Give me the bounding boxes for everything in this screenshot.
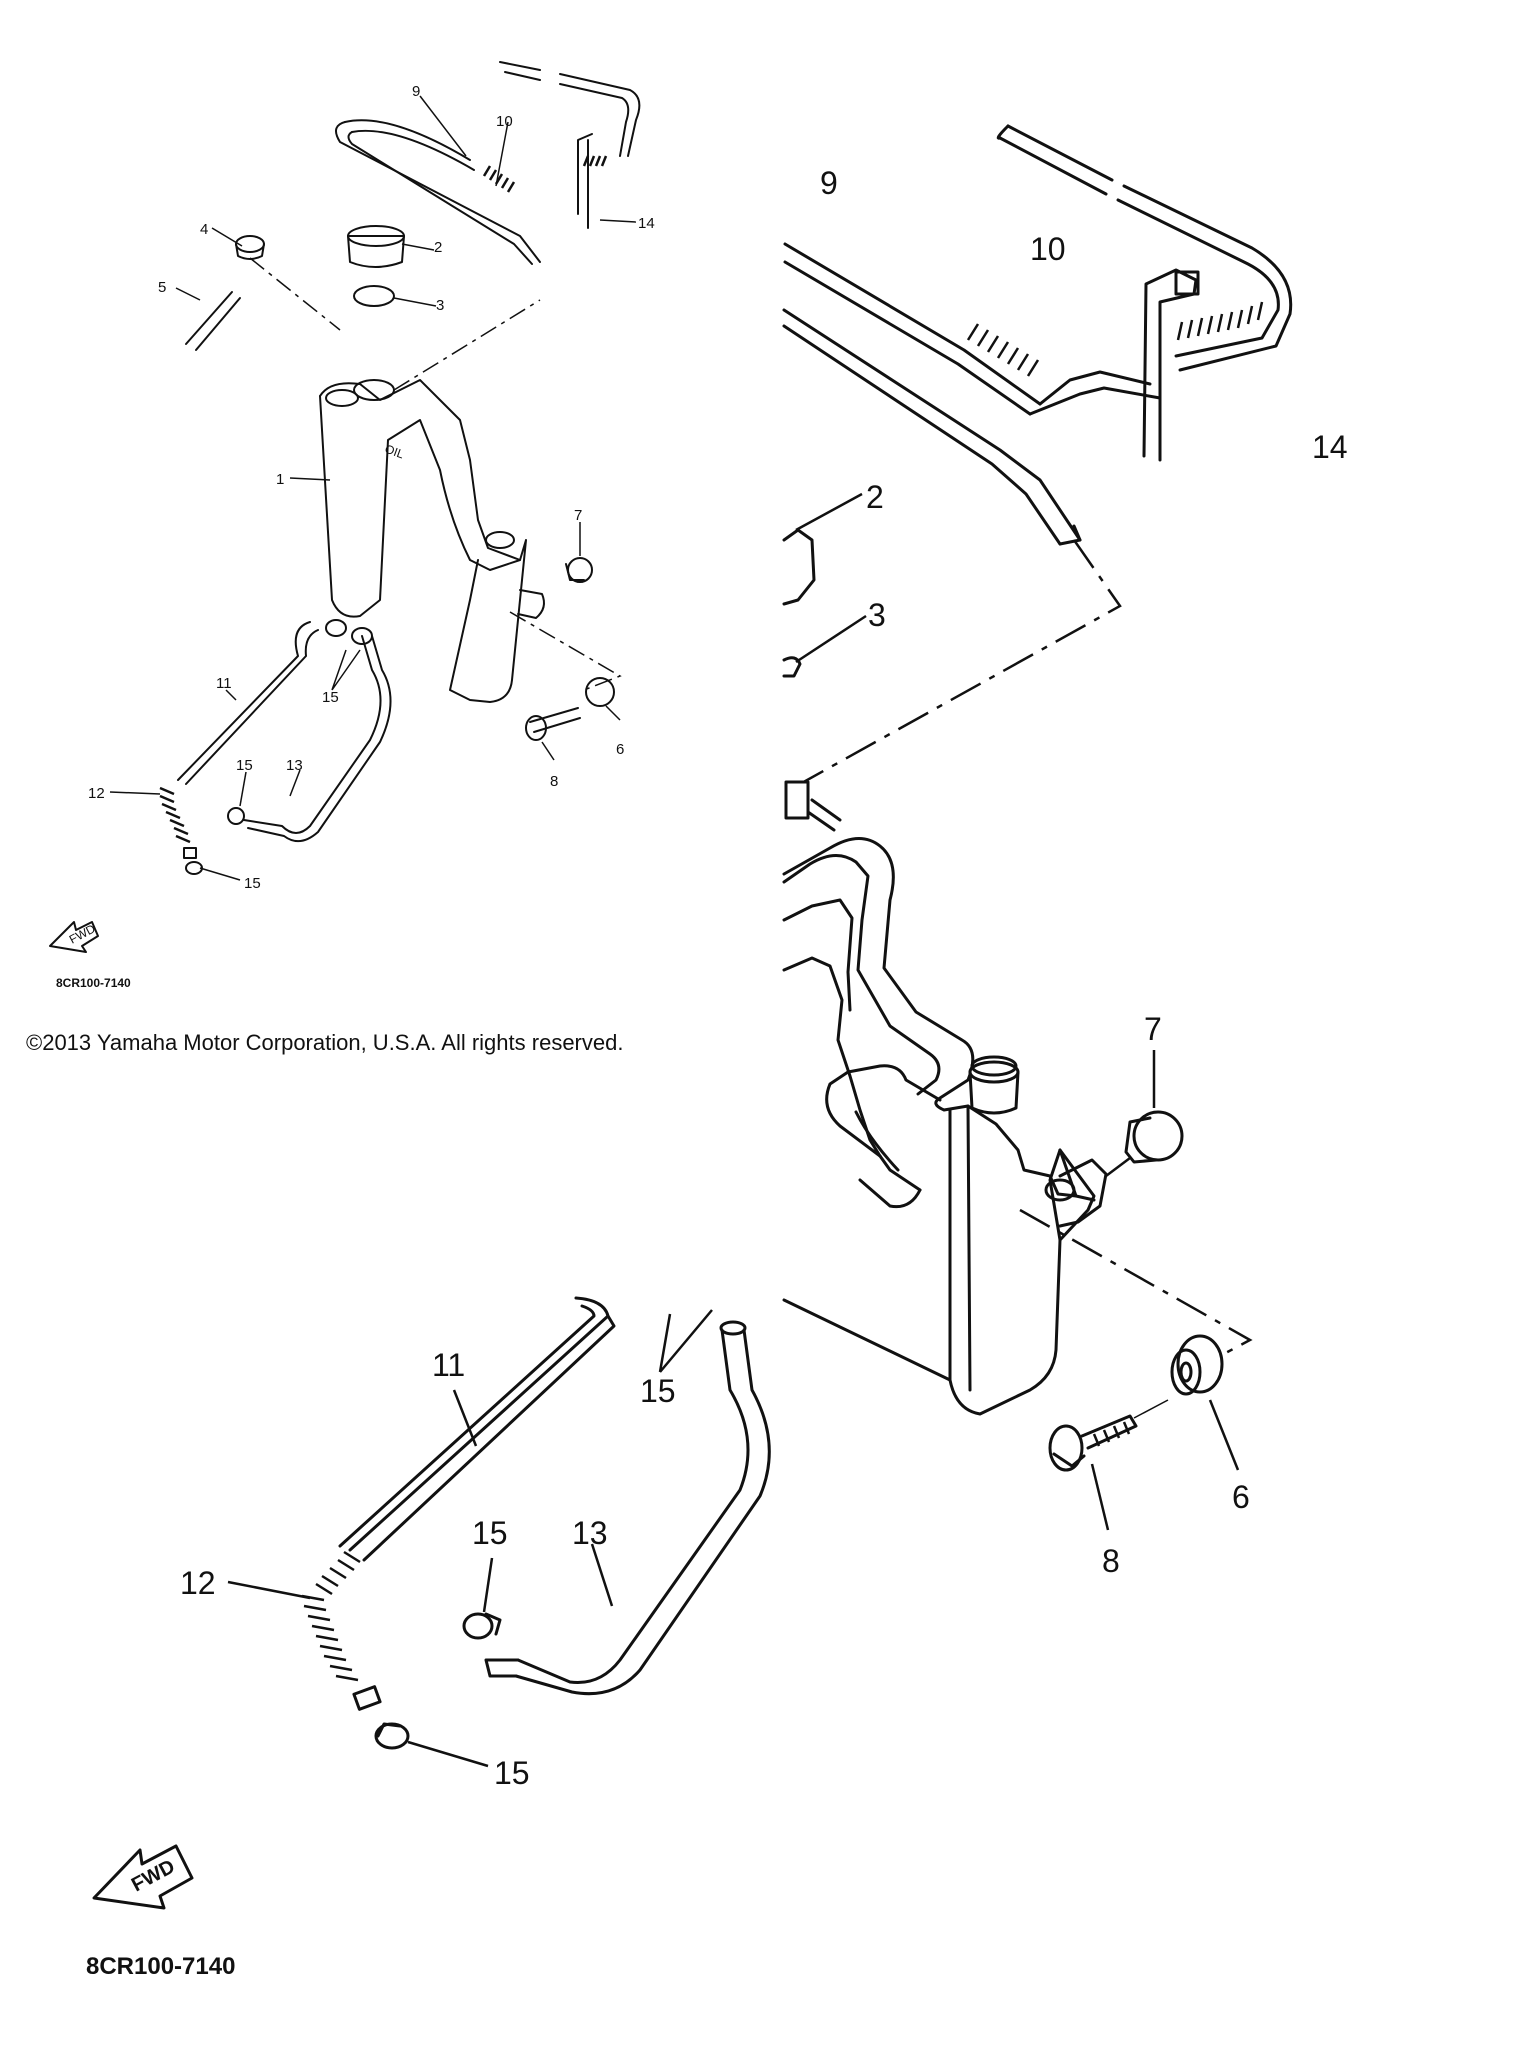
leaders-small bbox=[109, 95, 637, 881]
label-3-large: 3 bbox=[868, 597, 886, 633]
label-15-top-large: 15 bbox=[640, 1373, 676, 1409]
clamp-15-large-bottom bbox=[374, 1722, 410, 1750]
label-15a-small: 15 bbox=[322, 689, 339, 706]
dash-line-tank-small bbox=[393, 299, 541, 391]
leader-15-bottom-large bbox=[407, 1740, 489, 1768]
dash-line-to-grommet-large bbox=[1019, 1208, 1253, 1358]
leader-6-large bbox=[1208, 1399, 1240, 1471]
leader-11-large bbox=[452, 1389, 478, 1447]
oil-tank-1-large bbox=[782, 837, 1108, 1416]
grommet-6-small bbox=[585, 677, 615, 707]
label-12-large: 12 bbox=[180, 1565, 216, 1601]
label-13-large: 13 bbox=[572, 1515, 608, 1551]
label-1-small: 1 bbox=[276, 471, 284, 488]
collar-7-small bbox=[565, 557, 593, 583]
spring-10-small bbox=[482, 155, 608, 193]
leader-15-mid-large bbox=[482, 1557, 494, 1613]
label-9-small: 9 bbox=[412, 83, 420, 100]
tank-oil-text-small: OIL bbox=[383, 442, 406, 462]
label-15-bottom-large: 15 bbox=[494, 1755, 530, 1791]
hose-13-large bbox=[462, 1320, 771, 1696]
stay-14-small bbox=[577, 133, 593, 229]
collar-7-large bbox=[1124, 1110, 1184, 1164]
bolt-8-small bbox=[525, 707, 581, 741]
label-5-small: 5 bbox=[158, 279, 166, 296]
label-11-large: 11 bbox=[432, 1347, 465, 1383]
label-10-small: 10 bbox=[496, 113, 513, 130]
label-9-large: 9 bbox=[820, 165, 838, 201]
spring-12-large bbox=[301, 1550, 382, 1711]
spring-10-large bbox=[966, 301, 1264, 377]
label-14-large: 14 bbox=[1312, 429, 1348, 465]
copyright-text: ©2013 Yamaha Motor Corporation, U.S.A. A… bbox=[26, 1030, 623, 1055]
overview-diagram: OIL bbox=[49, 61, 655, 990]
hose-13-small bbox=[243, 635, 392, 843]
label-3-small: 3 bbox=[436, 297, 444, 314]
fwd-arrow-icon-small: FWD bbox=[49, 921, 99, 953]
gasket-3-small bbox=[353, 285, 395, 307]
labels-small: 9 10 2 3 4 5 1 7 6 8 14 11 15 12 13 15 1… bbox=[88, 83, 655, 892]
bolt-8-large bbox=[1048, 1414, 1138, 1472]
label-6-small: 6 bbox=[616, 741, 624, 758]
label-13-small: 13 bbox=[286, 757, 303, 774]
leader-6b-large bbox=[1133, 1399, 1169, 1419]
leader-2-large bbox=[795, 492, 863, 532]
label-8-small: 8 bbox=[550, 773, 558, 790]
label-6-large: 6 bbox=[1232, 1479, 1250, 1515]
leader-12-large bbox=[227, 1580, 311, 1600]
label-4-small: 4 bbox=[200, 221, 208, 238]
hose-9-large bbox=[782, 124, 1293, 546]
label-15c-small: 15 bbox=[244, 875, 261, 892]
leader-8-large bbox=[1090, 1463, 1110, 1531]
spring-12-small bbox=[159, 786, 197, 859]
cap-4-and-pipe-5-small bbox=[185, 235, 341, 351]
label-14-small: 14 bbox=[638, 215, 655, 232]
diagram-code-small: 8CR100-7140 bbox=[56, 976, 131, 990]
labels-large: 9 10 14 2 3 7 6 8 11 15 15 13 12 15 bbox=[180, 165, 1348, 1791]
label-11-small: 11 bbox=[216, 675, 232, 692]
label-2-small: 2 bbox=[434, 239, 442, 256]
label-15-mid-large: 15 bbox=[472, 1515, 508, 1551]
leader-15-top-large bbox=[658, 1309, 713, 1373]
leader-3-large bbox=[795, 614, 867, 664]
stay-14-large bbox=[1142, 268, 1200, 462]
dash-line-grommet-small bbox=[509, 611, 622, 691]
label-7-small: 7 bbox=[574, 507, 582, 524]
label-2-large: 2 bbox=[866, 479, 884, 515]
leader-13-large bbox=[590, 1543, 614, 1607]
leader-7b-large bbox=[1105, 1157, 1131, 1177]
cap-2-small bbox=[347, 225, 405, 268]
diagram-code-large: 8CR100-7140 bbox=[86, 1953, 235, 1980]
label-7-large: 7 bbox=[1144, 1011, 1162, 1047]
cap-2-partial bbox=[782, 528, 816, 606]
hose-11-large bbox=[338, 1296, 616, 1562]
label-15b-small: 15 bbox=[236, 757, 253, 774]
tank-nipple-large bbox=[784, 780, 842, 832]
oil-tank-1-small: OIL bbox=[319, 379, 545, 703]
label-10-large: 10 bbox=[1030, 231, 1066, 267]
label-12-small: 12 bbox=[88, 785, 105, 802]
dash-line-hose-to-tank bbox=[799, 539, 1122, 786]
zoomed-diagram: 9 10 14 2 3 7 6 8 11 15 15 13 12 15 FWD … bbox=[86, 124, 1348, 1980]
fwd-arrow-icon-large: FWD bbox=[92, 1844, 194, 1910]
hose-9-small bbox=[335, 61, 641, 265]
label-8-large: 8 bbox=[1102, 1543, 1120, 1579]
hose-11-small bbox=[177, 621, 319, 785]
grommet-6-large bbox=[1170, 1334, 1224, 1396]
gasket-3-partial bbox=[782, 656, 802, 678]
